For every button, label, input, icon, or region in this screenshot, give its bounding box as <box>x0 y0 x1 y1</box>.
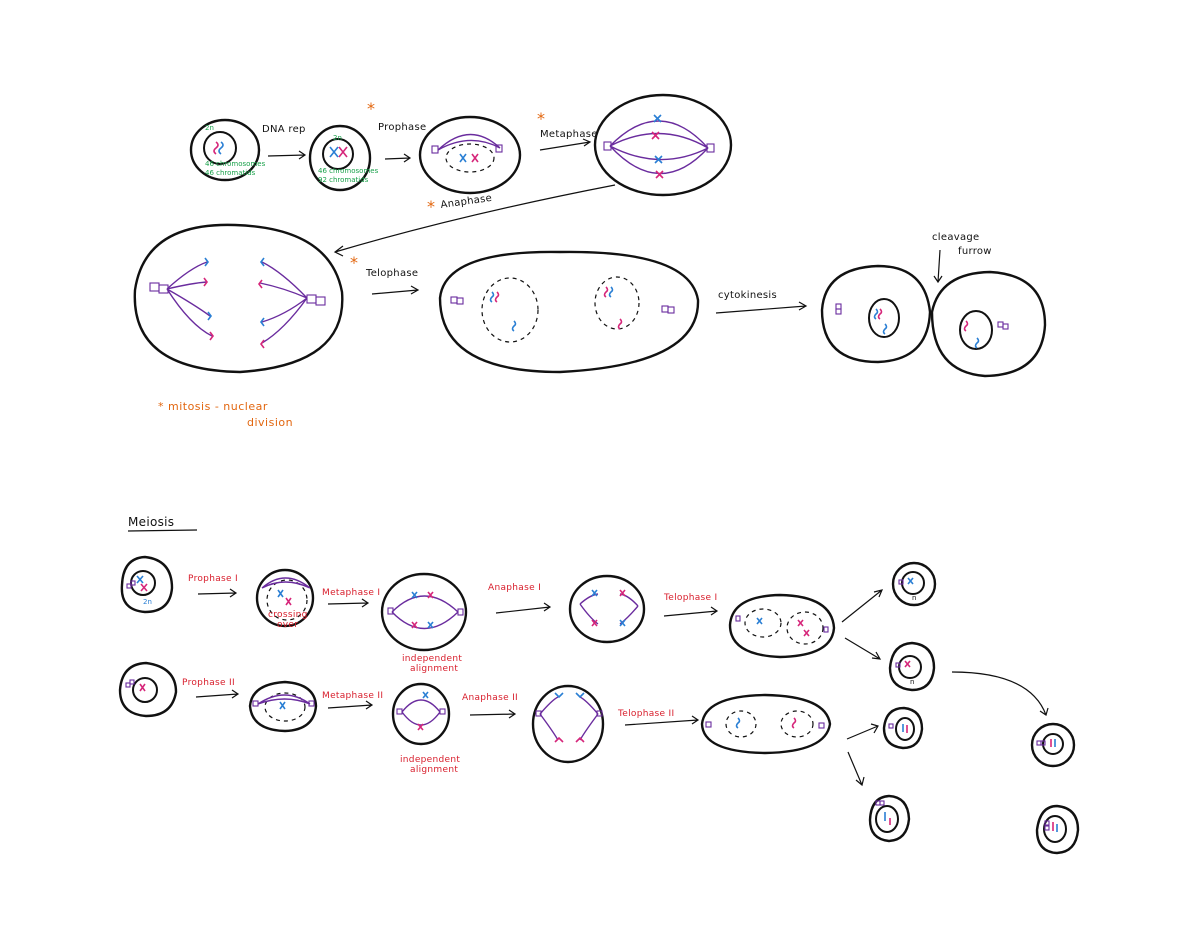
star-metaphase: * <box>537 109 545 128</box>
label-crossing: crossing <box>268 610 308 620</box>
label-independent-2: independent <box>400 755 460 765</box>
meiosis-anaphase-2-cell <box>531 684 605 764</box>
arrow-to-telophase-2 <box>624 715 700 726</box>
arrow-to-cytokinesis <box>715 301 808 314</box>
mitosis-prophase-cell <box>418 115 522 195</box>
arrow-to-metaphase-2 <box>327 700 374 710</box>
meiosis-telophase-2-cell <box>700 693 832 755</box>
cell2-ploidy: 2n <box>333 134 342 142</box>
label-telophase-2: Telophase II <box>617 709 674 719</box>
meiosis-2-daughter-d <box>1035 804 1080 855</box>
daughter-top-ploidy: n <box>912 594 917 602</box>
label-telophase-1: Telophase I <box>663 593 718 603</box>
arrow-to-metaphase-1 <box>327 598 370 608</box>
arrow-to-prophase-2 <box>195 689 240 699</box>
label-metaphase-2: Metaphase II <box>322 691 383 701</box>
cell2-note-chromosomes: 46 chromosomes <box>318 167 379 175</box>
arrow-telophase-2-down <box>847 751 865 787</box>
arrow-telophase-1-down <box>844 637 882 660</box>
label-alignment-2: alignment <box>410 765 458 775</box>
label-over: over <box>277 620 298 630</box>
label-cytokinesis: cytokinesis <box>718 290 777 301</box>
meiosis-2-daughter-c <box>1030 722 1076 768</box>
star-anaphase: * <box>427 197 435 216</box>
label-telophase: Telophase <box>365 268 418 279</box>
arrow-to-anaphase-2 <box>469 709 517 719</box>
meiosis-1-daughter-bottom: n <box>888 641 936 692</box>
arrow-telophase-2-up <box>846 723 879 740</box>
mitosis-replicated-cell: 2n 46 chromosomes 92 chromatids <box>308 124 379 192</box>
arrow-to-anaphase-1 <box>495 602 552 614</box>
label-dna-rep: DNA rep <box>262 124 306 135</box>
label-anaphase-1: Anaphase I <box>488 583 541 593</box>
meiosis-metaphase-1-cell <box>380 572 468 652</box>
cell1-note-chromatids: 46 chromatids <box>205 169 256 177</box>
arrow-to-meiosis-2-cell-split <box>951 671 1049 716</box>
cell2-note-chromatids: 92 chromatids <box>318 176 369 184</box>
star-telophase: * <box>350 253 358 272</box>
label-prophase: Prophase <box>378 122 426 133</box>
footnote-mitosis-line2: division <box>247 416 293 429</box>
arrow-to-metaphase <box>539 138 592 151</box>
label-metaphase-1: Metaphase I <box>322 588 380 598</box>
footnote-mitosis-line1: * mitosis - nuclear <box>158 400 268 413</box>
meiosis-interphase-cell: 2n <box>120 555 174 614</box>
arrow-telophase-1-up <box>841 589 884 623</box>
meiosis-title: Meiosis <box>128 515 174 529</box>
cell1-ploidy: 2n <box>205 124 214 132</box>
label-alignment-1: alignment <box>410 664 458 674</box>
meiosis-prophase-1-cell: crossing over <box>255 568 315 630</box>
label-anaphase-2: Anaphase II <box>462 693 518 703</box>
meiosis-metaphase-2-cell <box>391 682 451 746</box>
mitosis-telophase-cell <box>438 250 700 374</box>
arrow-to-telophase-1 <box>663 606 719 617</box>
meiosis-ploidy: 2n <box>143 598 152 606</box>
mitosis-anaphase-cell <box>133 223 344 374</box>
arrow-to-prophase-1 <box>197 588 238 598</box>
meiosis-2-daughter-b <box>868 794 911 843</box>
meiosis-prophase-2-cell <box>248 680 318 733</box>
star-prophase: * <box>367 99 375 118</box>
mitosis-interphase-cell: 2n 46 chromosomes 46 chromatids <box>189 118 266 182</box>
daughter-bottom-ploidy: n <box>910 678 915 686</box>
meiosis-telophase-1-cell <box>728 593 836 659</box>
meiosis-2-daughter-a <box>882 706 924 750</box>
meiosis-anaphase-1-cell <box>568 574 646 644</box>
label-furrow: furrow <box>958 246 992 257</box>
arrow-to-prophase <box>384 153 412 163</box>
meiosis-1-daughter-top: n <box>891 561 937 607</box>
arrow-to-anaphase <box>333 184 616 257</box>
cell1-note-chromosomes: 46 chromosomes <box>205 160 266 168</box>
mitosis-daughter-cells <box>820 264 1047 378</box>
arrow-dna-rep <box>267 150 307 160</box>
meiosis-2-start-cell <box>118 661 178 718</box>
label-prophase-2: Prophase II <box>182 678 235 688</box>
label-metaphase: Metaphase <box>540 129 598 140</box>
meiosis-title-underline <box>127 529 198 532</box>
label-anaphase: Anaphase <box>440 193 493 211</box>
label-prophase-1: Prophase I <box>188 574 238 584</box>
mitosis-metaphase-cell <box>593 93 733 197</box>
arrow-cleavage-furrow <box>933 249 943 284</box>
arrow-to-telophase <box>371 285 420 295</box>
label-independent-1: independent <box>402 654 462 664</box>
label-cleavage: cleavage <box>932 232 980 243</box>
